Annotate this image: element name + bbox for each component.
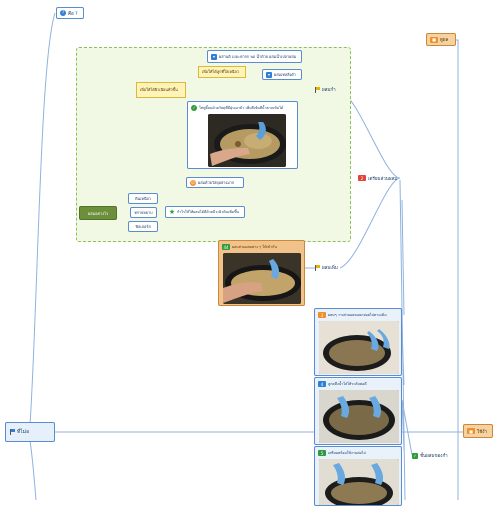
pin-icon: ▾ — [211, 53, 217, 60]
step3-label: ผสมๆ วางส่วนผสมแยกย่อยไปตามเดิม — [328, 313, 387, 317]
photo-node-header: ✓ ใส่ฟูลิ้ลนด้วยวัสดุที่มีฝุ่นเอามิว เพิ… — [191, 104, 294, 112]
flag-upper-label: ผสมกำ — [322, 88, 336, 93]
link-top-right — [442, 39, 459, 500]
step2-node[interactable]: 2 เตรียมส่วนผสม — [358, 172, 400, 184]
layer-node[interactable]: ✓ ชั้นผสมของกำ — [412, 450, 456, 461]
step3-card[interactable]: 3 ผสมๆ วางส่วนผสมแยกย่อยไปตามเดิม — [314, 308, 402, 376]
smile-icon: ☺ — [190, 179, 196, 186]
summary-node[interactable]: ■ ดูผล — [426, 33, 456, 46]
summary-badge-icon: ■ — [430, 36, 438, 43]
step3-photo — [319, 321, 399, 374]
leaf-a-label: ดินเหนียว — [135, 195, 151, 201]
layer-icon: ✓ — [412, 452, 418, 459]
step3-badge: 3 — [318, 312, 326, 318]
leaf-node-b[interactable]: ทรายหยาบ — [130, 207, 157, 218]
step4-card[interactable]: 4 ลูกคลึงน้ำใส่ให้ระดับพอดี — [314, 377, 402, 445]
top-box-node[interactable]: ▾ ผสานดิ เบอะห่ากก พอ นํ้าด้วย ผสมน้ำเปล… — [207, 50, 302, 63]
orange-card-header: 44 ผสมส่วนผสมต่าง ๆ ให้เข้ากัน — [222, 243, 301, 251]
star-icon: ★ — [168, 208, 176, 216]
root-node-label: ที่ไม่อ — [17, 429, 30, 435]
leaf-node-c[interactable]: ฟิลเลอร์ส — [128, 221, 158, 232]
orange-small-label: ผสมด้วยวัสดุอย่างมาก — [198, 179, 235, 185]
mid-box-label: ผสมเทลลิ่งผ้า — [274, 71, 296, 77]
orange-photo-card[interactable]: 44 ผสมส่วนผสมต่าง ๆ ให้เข้ากัน — [218, 240, 305, 306]
star-note-label: กำไรให้ให้ผสมได้ดีด้วยนีวะผิวดินเพิ่มขึ้… — [177, 210, 239, 214]
star-note-node[interactable]: ★ กำไรให้ให้ผสมได้ดีด้วยนีวะผิวดินเพิ่มข… — [165, 206, 245, 218]
leaf-c-label: ฟิลเลอร์ส — [135, 223, 151, 229]
question-node[interactable]: ? คือ ? — [56, 7, 84, 19]
step5-label: เตรียมพร้อมใช้งานต่อไป — [328, 451, 366, 455]
top-box-label: ผสานดิ เบอะห่ากก พอ นํ้าด้วย ผสมน้ำเปลาผ… — [219, 53, 297, 59]
step5-header: 5 เตรียมพร้อมใช้งานต่อไป — [318, 449, 398, 457]
usage-node-label: ใช้งำ — [477, 429, 487, 435]
step4-badge: 4 — [318, 381, 326, 387]
photo-node-label: ใส่ฟูลิ้ลนด้วยวัสดุที่มีฝุ่นเอามิว เพิ่ม… — [199, 106, 284, 110]
step3-header: 3 ผสมๆ วางส่วนผสมแยกย่อยไปตามเดิม — [318, 311, 398, 319]
mid-box-node[interactable]: ▾ ผสมเทลลิ่งผ้า — [262, 69, 302, 80]
callout-left-text: เพื่อให้ได้ผิวเนียนทั่วขึ้น — [140, 87, 178, 92]
usage-badge-icon: ■ — [467, 428, 475, 434]
mixing-bucket-photo — [208, 114, 286, 167]
callout-upper-text: เพื่อให้ได้ลูกที่ใสเหนียว — [202, 69, 239, 74]
question-node-label: คือ ? — [68, 11, 78, 17]
layer-node-label: ชั้นผสมของกำ — [420, 454, 448, 459]
usage-node[interactable]: ■ ใช้งำ — [463, 424, 493, 438]
step4-photo — [319, 390, 399, 443]
orange-card-label: ผสมส่วนผสมต่าง ๆ ให้เข้ากัน — [232, 245, 277, 249]
link-cards — [401, 199, 413, 456]
flag-icon — [9, 429, 15, 435]
flag-icon — [314, 86, 320, 93]
check-icon: ✓ — [191, 105, 197, 111]
step2-badge: 2 — [358, 175, 366, 181]
orange-card-photo — [223, 253, 301, 304]
step4-header: 4 ลูกคลึงน้ำใส่ให้ระดับพอดี — [318, 380, 398, 388]
step5-badge: 5 — [318, 450, 326, 456]
photo-node[interactable]: ✓ ใส่ฟูลิ้ลนด้วยวัสดุที่มีฝุ่นเอามิว เพิ… — [187, 101, 298, 169]
leaf-b-label: ทรายหยาบ — [134, 209, 153, 215]
mix-parent-node[interactable]: ผสมอย่างไร — [79, 206, 117, 220]
flag-node-upper[interactable]: ผสมกำ — [314, 84, 342, 95]
flag-icon — [314, 264, 320, 271]
step4-label: ลูกคลึงน้ำใส่ให้ระดับพอดี — [328, 382, 367, 386]
step2-label: เตรียมส่วนผสม — [368, 176, 398, 182]
orange-small-node[interactable]: ☺ ผสมด้วยวัสดุอย่างมาก — [186, 177, 244, 188]
summary-node-label: ดูผล — [440, 38, 449, 43]
step5-card[interactable]: 5 เตรียมพร้อมใช้งานต่อไป — [314, 446, 402, 506]
step5-photo — [319, 459, 399, 505]
mix-parent-label: ผสมอย่างไร — [87, 210, 109, 216]
flag-lower-label: ผสมเพิ่ม — [322, 266, 338, 271]
pin-icon: ▾ — [266, 71, 272, 78]
leaf-node-a[interactable]: ดินเหนียว — [128, 193, 158, 204]
callout-upper: เพื่อให้ได้ลูกที่ใสเหนียว — [198, 66, 246, 78]
link-step2-lower — [339, 177, 401, 269]
orange-badge: 44 — [222, 244, 230, 250]
root-node[interactable]: ที่ไม่อ — [5, 422, 55, 442]
callout-left: เพื่อให้ได้ผิวเนียนทั่วขึ้น — [136, 82, 186, 98]
question-icon: ? — [60, 10, 66, 16]
link-root-top — [29, 12, 56, 426]
flag-node-lower[interactable]: ผสมเพิ่ม — [314, 262, 346, 273]
link-root-bottom — [29, 439, 37, 500]
